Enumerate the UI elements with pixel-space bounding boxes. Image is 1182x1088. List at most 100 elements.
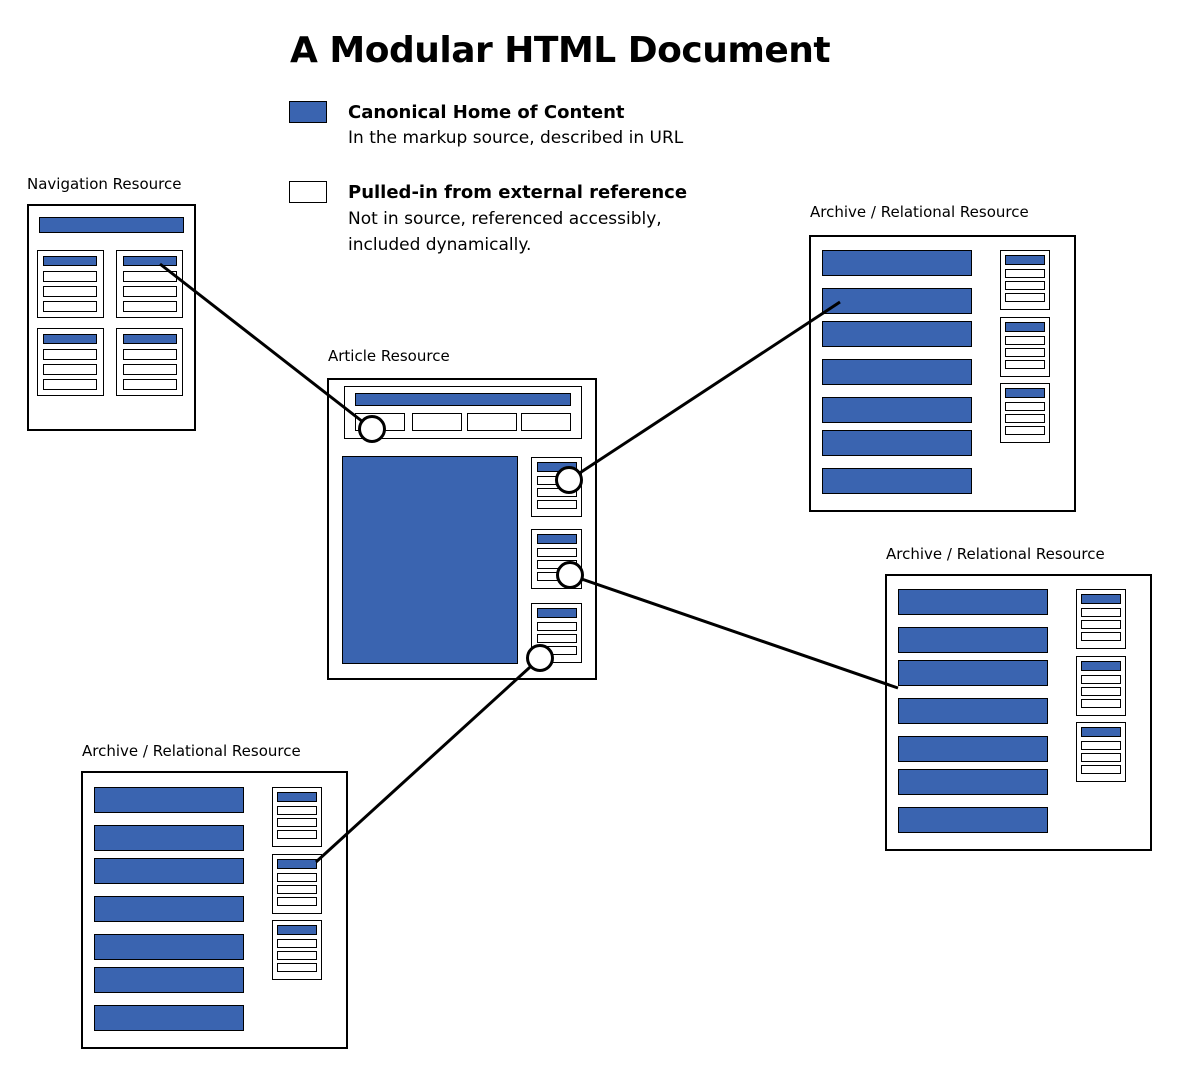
archive-sidebar-module-header [1005, 322, 1045, 332]
archive-list-item [94, 934, 244, 960]
reference-point-archive-top-right [555, 466, 583, 494]
archive-sidebar-module-header [1081, 661, 1121, 671]
article-nav-slot [521, 413, 571, 431]
nav-module-row [123, 286, 177, 297]
archive-sidebar-module-row [1081, 765, 1121, 774]
archive-sidebar-module-row [1005, 402, 1045, 411]
nav-module-row [43, 364, 97, 375]
connector-navigation [159, 262, 373, 431]
nav-module-row [43, 349, 97, 360]
archive-sidebar-module-header [277, 925, 317, 935]
archive-sidebar-module-row [277, 951, 317, 960]
nav-module-row [43, 301, 97, 312]
navigation-header-bar [39, 217, 184, 233]
archive-list-item [94, 825, 244, 851]
navigation-resource-label: Navigation Resource [27, 175, 182, 193]
nav-module-header [123, 256, 177, 266]
nav-module-row [43, 271, 97, 282]
reference-point-navigation [358, 415, 386, 443]
archive-sidebar-module-row [277, 963, 317, 972]
archive-sidebar-module-row [1081, 699, 1121, 708]
nav-module-row [123, 301, 177, 312]
archive-list-item [898, 769, 1048, 795]
archive-list-item [898, 807, 1048, 833]
archive-sidebar-module-row [277, 897, 317, 906]
archive-list-item [822, 250, 972, 276]
legend-canonical-description: In the markup source, described in URL [348, 128, 684, 148]
article-header-bar [355, 393, 571, 406]
archive-sidebar-module-row [1005, 426, 1045, 435]
reference-point-archive-right [556, 561, 584, 589]
article-resource-label: Article Resource [328, 347, 450, 365]
archive-sidebar-module-header [1081, 594, 1121, 604]
archive-sidebar-module-row [1081, 741, 1121, 750]
archive-list-item [94, 967, 244, 993]
archive-sidebar-module-row [1081, 753, 1121, 762]
archive-sidebar-module-header [277, 859, 317, 869]
archive-list-item [94, 787, 244, 813]
archive-sidebar-module-row [1081, 675, 1121, 684]
archive-sidebar-module-row [1005, 360, 1045, 369]
archive-list-item [822, 397, 972, 423]
archive-sidebar-module-row [1005, 293, 1045, 302]
archive-sidebar-module-row [1081, 632, 1121, 641]
article-sidebar-module-header [537, 534, 577, 544]
archive-sidebar-module-header [1005, 388, 1045, 398]
connector-archive-top-right [568, 300, 841, 482]
archive-sidebar-module-row [1081, 608, 1121, 617]
nav-module-row [123, 379, 177, 390]
article-sidebar-module-header [537, 462, 577, 472]
archive-sidebar-module-row [277, 818, 317, 827]
article-sidebar-module-row [537, 622, 577, 631]
article-sidebar-module-header [537, 608, 577, 618]
archive-top-right-label: Archive / Relational Resource [810, 203, 1029, 221]
diagram-title: A Modular HTML Document [290, 30, 831, 71]
archive-sidebar-module-row [277, 885, 317, 894]
archive-sidebar-module-row [277, 806, 317, 815]
archive-list-item [822, 288, 972, 314]
nav-module-row [123, 349, 177, 360]
archive-sidebar-module-row [277, 939, 317, 948]
article-sidebar-module-row [537, 634, 577, 643]
archive-list-item [898, 627, 1048, 653]
legend-canonical-swatch [289, 101, 327, 123]
nav-module-row [43, 286, 97, 297]
legend-pulled-in-description-line2: included dynamically. [348, 235, 532, 255]
nav-module-header [43, 334, 97, 344]
archive-sidebar-module-row [1081, 620, 1121, 629]
reference-point-archive-bottom-left [526, 644, 554, 672]
archive-sidebar-module-row [1081, 687, 1121, 696]
archive-list-item [822, 468, 972, 494]
archive-sidebar-module-row [277, 873, 317, 882]
archive-list-item [94, 1005, 244, 1031]
article-sidebar-module-row [537, 500, 577, 509]
archive-list-item [822, 430, 972, 456]
legend-pulled-in-swatch [289, 181, 327, 203]
nav-module-header [123, 334, 177, 344]
archive-sidebar-module-row [1005, 348, 1045, 357]
archive-sidebar-module-row [277, 830, 317, 839]
legend-canonical-heading: Canonical Home of Content [348, 102, 625, 123]
archive-bottom-left-label: Archive / Relational Resource [82, 742, 301, 760]
article-main-content [342, 456, 518, 664]
connector-archive-bottom-left [314, 656, 542, 864]
archive-sidebar-module-header [1081, 727, 1121, 737]
archive-sidebar-module-row [1005, 269, 1045, 278]
archive-right-label: Archive / Relational Resource [886, 545, 1105, 563]
archive-list-item [822, 321, 972, 347]
archive-list-item [94, 858, 244, 884]
nav-module-row [123, 364, 177, 375]
archive-list-item [898, 698, 1048, 724]
archive-list-item [898, 660, 1048, 686]
archive-sidebar-module-row [1005, 281, 1045, 290]
archive-list-item [898, 736, 1048, 762]
article-sidebar-module-row [537, 548, 577, 557]
article-sidebar-module-row [537, 488, 577, 497]
connector-archive-right [569, 573, 899, 690]
archive-sidebar-module-header [1005, 255, 1045, 265]
legend-pulled-in-heading: Pulled-in from external reference [348, 182, 688, 203]
legend-pulled-in-description-line1: Not in source, referenced accessibly, [348, 209, 662, 229]
article-nav-slot [412, 413, 462, 431]
nav-module-row [43, 379, 97, 390]
